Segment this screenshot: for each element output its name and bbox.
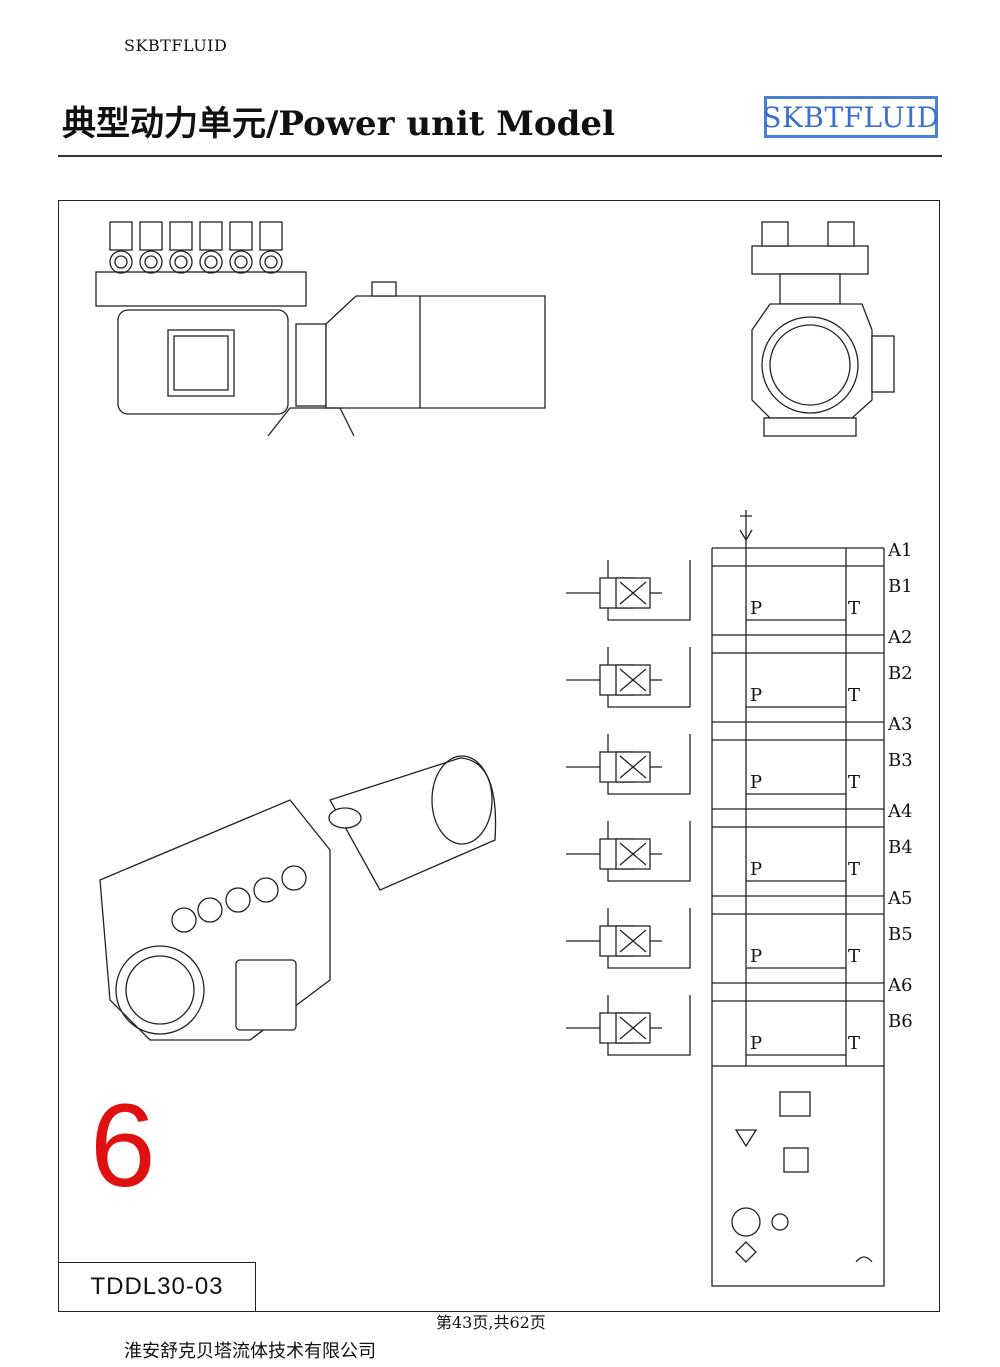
port-a-label: A1 bbox=[887, 540, 912, 561]
section-4-labels: A4 B4 P T bbox=[750, 801, 913, 880]
port-t-label: T bbox=[848, 685, 860, 706]
end-view-drawing bbox=[751, 221, 895, 437]
drawing-frame bbox=[58, 200, 940, 1312]
port-t-label: T bbox=[848, 598, 860, 619]
hydraulic-schematic bbox=[565, 510, 885, 1287]
section-1-labels: A1 B1 P T bbox=[750, 540, 913, 619]
section-3-labels: A3 B3 P T bbox=[750, 714, 913, 793]
page-title: 典型动力单元/Power unit Model bbox=[62, 104, 615, 144]
isometric-view-drawing bbox=[99, 755, 497, 1041]
port-p-label: P bbox=[750, 772, 762, 793]
figure-number: 6 bbox=[90, 1080, 156, 1212]
port-p-label: P bbox=[750, 598, 762, 619]
model-label: TDDL30-03 bbox=[58, 1262, 256, 1312]
port-t-label: T bbox=[848, 859, 860, 880]
port-t-label: T bbox=[848, 946, 860, 967]
port-b-label: B5 bbox=[888, 924, 913, 945]
port-a-label: A2 bbox=[887, 627, 912, 648]
port-a-label: A6 bbox=[887, 975, 912, 996]
port-b-label: B2 bbox=[888, 663, 913, 684]
port-b-label: B1 bbox=[888, 576, 913, 597]
port-b-label: B6 bbox=[888, 1011, 913, 1032]
header-divider bbox=[58, 155, 942, 157]
side-view-drawing bbox=[95, 221, 546, 437]
brand-logo: SKBTFLUID bbox=[762, 96, 940, 138]
header-brand: SKBTFLUID bbox=[124, 36, 228, 55]
section-2-labels: A2 B2 P T bbox=[750, 627, 913, 706]
port-b-label: B3 bbox=[888, 750, 913, 771]
brand-logo-text: SKBTFLUID bbox=[762, 100, 940, 134]
company-name: 淮安舒克贝塔流体技术有限公司 bbox=[124, 1341, 376, 1362]
section-6-labels: A6 B6 P T bbox=[750, 975, 913, 1054]
page-info: 第43页,共62页 bbox=[436, 1313, 546, 1332]
port-a-label: A4 bbox=[887, 801, 912, 822]
port-t-label: T bbox=[848, 772, 860, 793]
port-t-label: T bbox=[848, 1033, 860, 1054]
port-p-label: P bbox=[750, 859, 762, 880]
port-b-label: B4 bbox=[888, 837, 913, 858]
port-labels: A1 B1 P T A2 B2 P T A3 B3 P T A4 B4 P T … bbox=[750, 540, 913, 1054]
port-p-label: P bbox=[750, 1033, 762, 1054]
port-p-label: P bbox=[750, 685, 762, 706]
port-p-label: P bbox=[750, 946, 762, 967]
port-a-label: A5 bbox=[887, 888, 912, 909]
section-5-labels: A5 B5 P T bbox=[750, 888, 913, 967]
port-a-label: A3 bbox=[887, 714, 912, 735]
